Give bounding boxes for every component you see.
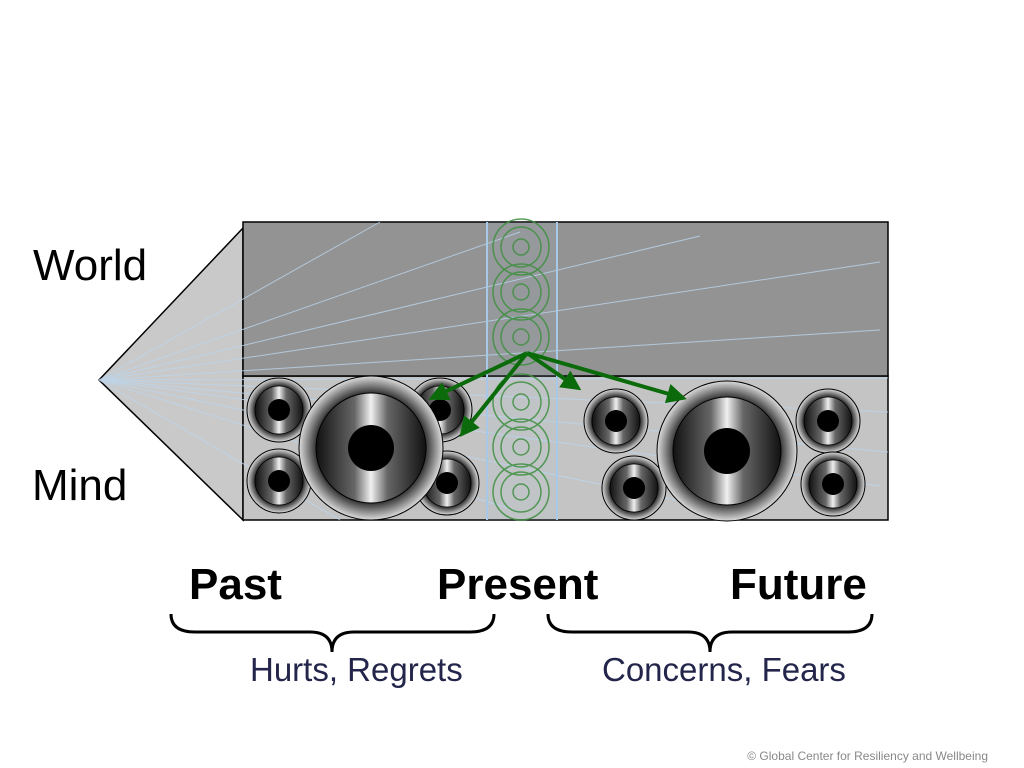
speaker-small-icon	[795, 388, 861, 454]
arrow-to-future-far	[526, 351, 687, 404]
past-label: Past	[189, 560, 282, 609]
present-rings	[492, 218, 550, 521]
ring-icon	[492, 463, 550, 521]
speaker-small-icon	[246, 448, 312, 514]
ring-icon	[492, 263, 550, 321]
arrow-to-past-lower	[459, 351, 529, 438]
speaker-large-icon	[656, 380, 798, 522]
future-caption: Concerns, Fears	[602, 651, 846, 688]
future-label: Future	[730, 560, 867, 609]
future-brace	[546, 613, 874, 653]
speaker-small-icon	[583, 388, 649, 454]
speaker-small-icon	[800, 451, 866, 517]
speaker-small-icon	[601, 455, 667, 521]
arrow-to-future-near	[525, 351, 582, 391]
copyright-notice: © Global Center for Resiliency and Wellb…	[747, 749, 988, 763]
speaker-large-icon	[298, 375, 444, 521]
past-speakers	[246, 375, 480, 521]
present-label: Present	[437, 560, 599, 609]
past-caption: Hurts, Regrets	[250, 651, 463, 688]
world-label: World	[33, 241, 148, 290]
mind-label: Mind	[32, 461, 128, 510]
past-brace	[169, 613, 496, 653]
ring-icon	[492, 373, 550, 431]
ring-icon	[492, 418, 550, 476]
future-speakers	[583, 380, 866, 522]
speaker-small-icon	[246, 377, 312, 443]
ring-icon	[492, 218, 550, 276]
arrow-to-past-upper	[428, 351, 528, 401]
present-arrows	[428, 351, 687, 438]
